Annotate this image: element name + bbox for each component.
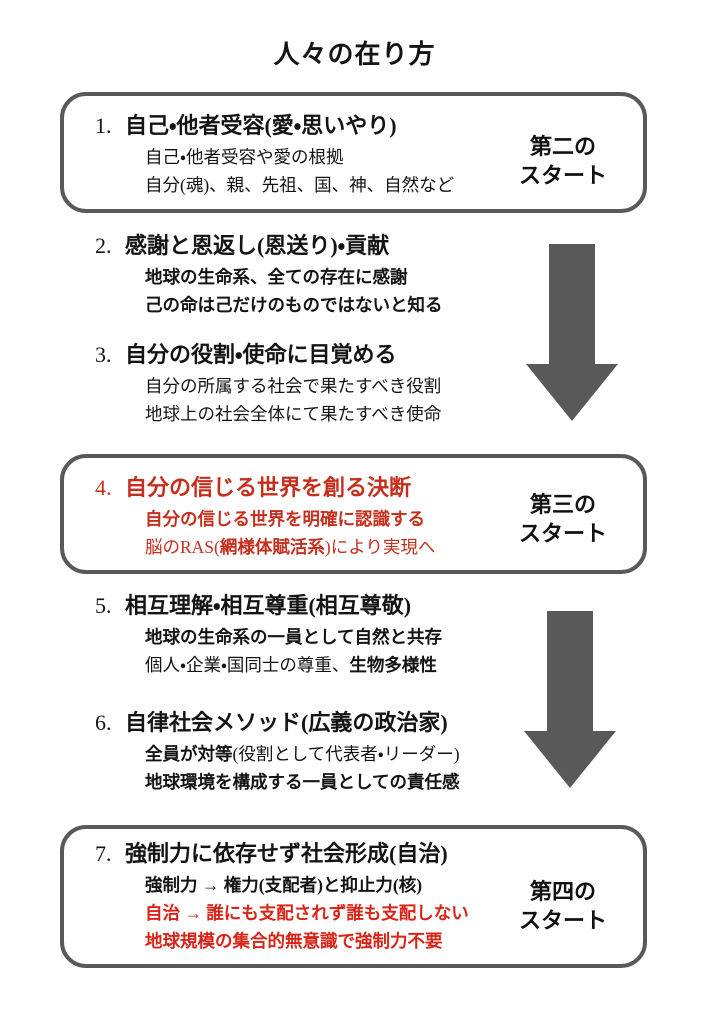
- stage-box-fourth-start: 7.強制力に依存せず社会形成(自治) 強制力 → 権力(支配者)と抑止力(核) …: [60, 825, 647, 968]
- item-2-sub-1: 地球の生命系、全ての存在に感謝: [145, 267, 408, 287]
- start-label-fourth-line2: スタート: [518, 908, 607, 933]
- item-4-number: 4.: [95, 475, 112, 500]
- start-label-third-line1: 第三の: [529, 492, 596, 517]
- item-4-sub-2-post: )により実現へ: [324, 537, 436, 557]
- item-1-heading: 1. 自己・他者受容(愛・思いやり): [95, 109, 643, 143]
- item-7-heading: 7. 強制力に依存せず社会形成(自治): [95, 837, 643, 871]
- item-6-number: 6.: [95, 710, 112, 735]
- item-4-sub-2-bold: 網様体賦活系: [219, 537, 325, 557]
- item-5-heading-text: 相互理解・相互尊重(相互尊敬): [125, 593, 412, 618]
- item-3-number: 3.: [95, 342, 112, 367]
- item-4-heading-text: 自分の信じる世界を創る決断: [125, 475, 412, 500]
- stage-box-second-start: 1. 自己・他者受容(愛・思いやり) 自己・他者受容や愛の根拠 自分(魂)、親、先…: [60, 92, 647, 213]
- item-4: 4. 自分の信じる世界を創る決断 自分の信じる世界を明確に認識する 脳のRAS(網…: [64, 458, 643, 561]
- item-7-heading-text: 強制力に依存せず社会形成(自治): [125, 841, 448, 866]
- item-6-sub-1-bold: 全員が対等: [145, 744, 233, 764]
- page-title: 人々の在り方: [273, 40, 436, 69]
- item-3-sub-1: 自分の所属する社会で果たすべき役割: [145, 376, 442, 396]
- item-7: 7.強制力に依存せず社会形成(自治) 強制力 → 権力(支配者)と抑止力(核) …: [64, 829, 643, 955]
- item-1-number: 1.: [95, 113, 112, 138]
- item-2-number: 2.: [95, 233, 112, 258]
- stage-box-third-start: 4. 自分の信じる世界を創る決断 自分の信じる世界を明確に認識する 脳のRAS(網…: [60, 454, 647, 574]
- item-5-sub-2-bold: 生物多様性: [349, 655, 437, 675]
- down-arrow-icon: [524, 611, 616, 788]
- item-5-heading: 5. 相互理解・相互尊重(相互尊敬): [60, 589, 580, 623]
- item-6: 6.自律社会メソッド(広義の政治家) 全員が対等(役割として代表者・リーダー) …: [60, 706, 580, 796]
- item-2-heading-text: 感謝と恩返し(恩送り)・貢献: [125, 233, 390, 258]
- item-2-heading: 2. 感謝と恩返し(恩送り)・貢献: [60, 229, 580, 263]
- start-label-second-line1: 第二の: [529, 134, 596, 159]
- start-label-second-line2: スタート: [518, 163, 607, 188]
- item-7-sub-2: 自治 → 誰にも支配されず誰も支配しない: [145, 903, 469, 923]
- item-5: 5. 相互理解・相互尊重(相互尊敬) 地球の生命系の一員として自然と共存 個人・企…: [60, 589, 580, 679]
- item-6-heading-text: 自律社会メソッド(広義の政治家): [125, 710, 448, 735]
- item-1-heading-text: 自己・他者受容(愛・思いやり): [125, 113, 397, 138]
- item-7-number: 7.: [95, 841, 112, 866]
- item-5-number: 5.: [95, 593, 112, 618]
- item-6-heading: 6. 自律社会メソッド(広義の政治家): [60, 706, 580, 740]
- item-2: 2. 感謝と恩返し(恩送り)・貢献 地球の生命系、全ての存在に感謝 己の命は己だけ…: [60, 229, 580, 319]
- item-4-sub-1: 自分の信じる世界を明確に認識する: [145, 509, 425, 529]
- start-label-fourth: 第四の スタート: [507, 877, 619, 935]
- item-4-sub-2-pre: 脳のRAS(: [145, 537, 220, 557]
- item-7-sub-1: 強制力 → 権力(支配者)と抑止力(核): [145, 875, 423, 895]
- item-5-sub-2-pre: 個人・企業・国同士の尊重、: [145, 655, 350, 675]
- item-2-sub-2: 己の命は己だけのものではないと知る: [145, 295, 443, 315]
- item-6-sub-2: 地球環境を構成する一員としての責任感: [145, 772, 460, 792]
- start-label-third: 第三の スタート: [507, 490, 619, 548]
- start-label-third-line2: スタート: [518, 521, 607, 546]
- item-1-sub-1: 自己・他者受容や愛の根拠: [145, 147, 344, 167]
- item-4-heading: 4. 自分の信じる世界を創る決断: [95, 471, 643, 505]
- item-3: 3. 自分の役割・使命に目覚める 自分の所属する社会で果たすべき役割 地球上の社会…: [60, 338, 580, 428]
- item-3-sub-2: 地球上の社会全体にて果たすべき使命: [145, 404, 442, 424]
- item-4-sub-2: 脳のRAS(網様体賦活系)により実現へ: [145, 533, 643, 561]
- item-7-sub-3: 地球規模の集合的無意識で強制力不要: [145, 931, 443, 951]
- item-3-heading-text: 自分の役割・使命に目覚める: [125, 342, 397, 367]
- start-label-second: 第二の スタート: [507, 132, 619, 190]
- item-6-sub-1-post: (役割として代表者・リーダー): [232, 744, 460, 764]
- item-3-heading: 3. 自分の役割・使命に目覚める: [60, 338, 580, 372]
- start-label-fourth-line1: 第四の: [529, 879, 596, 904]
- item-1: 1. 自己・他者受容(愛・思いやり) 自己・他者受容や愛の根拠 自分(魂)、親、先…: [64, 96, 643, 199]
- item-6-sub-1: 全員が対等(役割として代表者・リーダー): [145, 740, 580, 768]
- item-1-sub-2: 自分(魂)、親、先祖、国、神、自然など: [145, 175, 455, 195]
- down-arrow-icon: [526, 244, 618, 421]
- item-5-sub-2: 個人・企業・国同士の尊重、生物多様性: [145, 651, 580, 679]
- item-5-sub-1: 地球の生命系の一員として自然と共存: [145, 627, 442, 647]
